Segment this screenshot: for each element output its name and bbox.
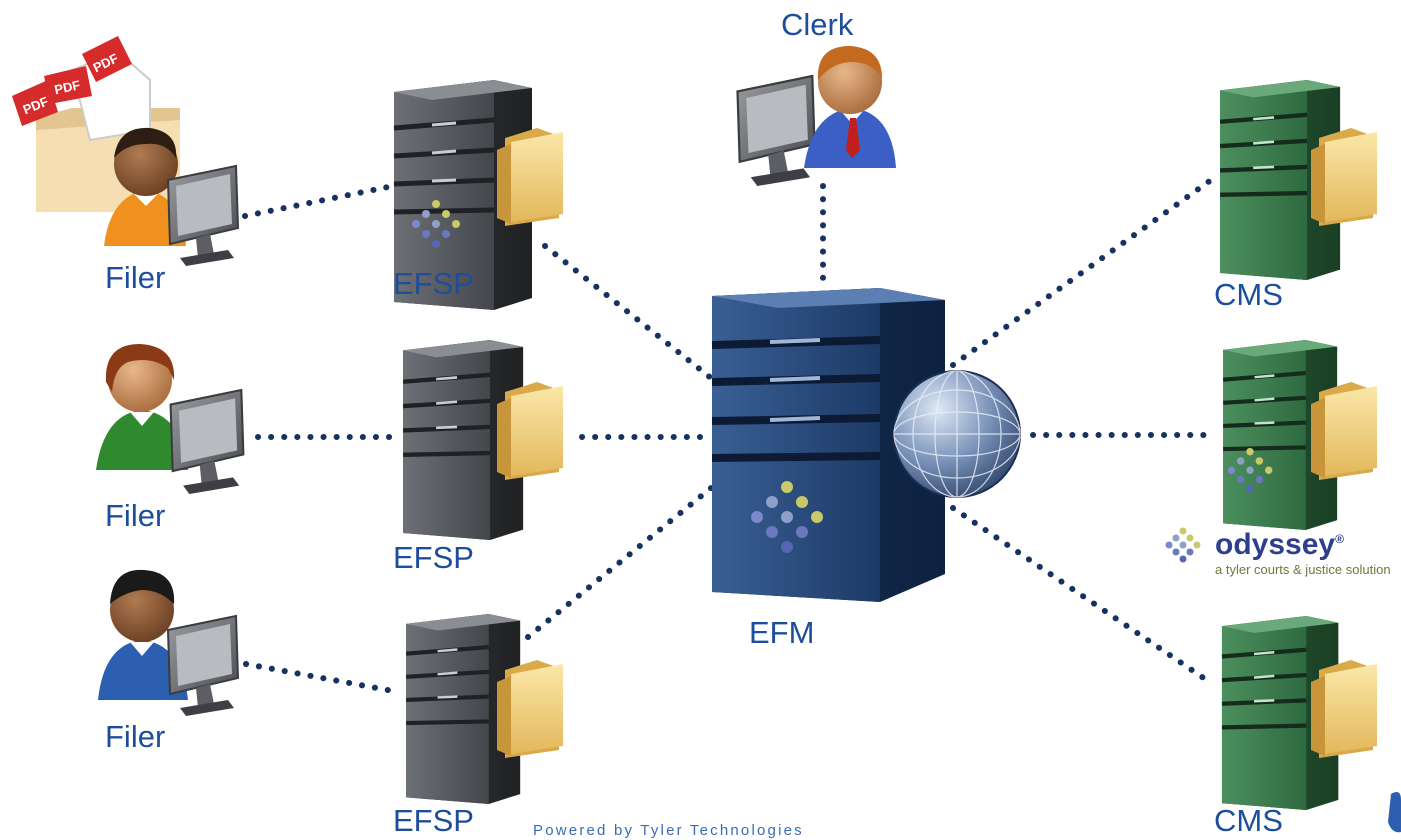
filer-2-label: Filer xyxy=(105,498,166,533)
folder-icon xyxy=(1311,660,1377,758)
pdf-file-icon: PDF xyxy=(82,36,132,82)
folder-icon xyxy=(1311,382,1377,480)
efm-server-icon xyxy=(711,288,945,602)
cms-1-server-icon xyxy=(1220,80,1377,280)
odyssey-tagline: a tyler courts & justice solution xyxy=(1215,562,1391,577)
odyssey-server-icon xyxy=(1223,340,1377,530)
filer-3-icon xyxy=(98,569,239,717)
cms-3-label: CMS xyxy=(1214,803,1283,838)
folder-icon xyxy=(497,660,563,758)
efsp-2-label: EFSP xyxy=(393,540,474,575)
connector-efsp3-efm xyxy=(525,481,719,640)
cms-1-label: CMS xyxy=(1214,277,1283,312)
connector-efm-cms3 xyxy=(950,505,1214,686)
folder-icon xyxy=(1311,128,1377,226)
footer-credit: Powered by Tyler Technologies xyxy=(533,822,804,839)
globe-icon xyxy=(893,370,1021,498)
efsp-2-server-icon xyxy=(403,340,563,540)
efm-label: EFM xyxy=(749,615,815,650)
connector-filer3-efsp3 xyxy=(243,661,396,694)
pdf-file-icon: PDF xyxy=(12,80,58,126)
odyssey-logo-name: odyssey xyxy=(1215,528,1336,561)
connector-filer1-efsp1 xyxy=(242,183,396,219)
cms-3-server-icon xyxy=(1222,616,1377,810)
odyssey-logo: odyssey® xyxy=(1215,528,1344,562)
efsp-3-server-icon xyxy=(406,614,563,804)
partial-corner-icon xyxy=(1388,792,1401,833)
folder-icon xyxy=(497,128,563,226)
efsp-3-label: EFSP xyxy=(393,803,474,838)
connector-efm-cms1 xyxy=(950,177,1214,368)
connector-lines xyxy=(242,177,1214,694)
filer-1-label: Filer xyxy=(105,260,166,295)
filer-1-icon xyxy=(104,127,239,267)
odyssey-logo-dots xyxy=(1165,527,1201,563)
filer-2-icon xyxy=(96,344,245,496)
clerk-label: Clerk xyxy=(781,7,854,42)
filer-3-label: Filer xyxy=(105,719,166,754)
efsp-1-label: EFSP xyxy=(393,266,474,301)
odyssey-registered-mark: ® xyxy=(1335,532,1344,546)
pdf-file-icon: PDF xyxy=(44,66,92,104)
connector-efsp1-efm xyxy=(542,243,719,385)
folder-icon xyxy=(497,382,563,480)
pdf-badge-text: PDF xyxy=(53,77,82,97)
clerk-icon xyxy=(736,46,896,188)
